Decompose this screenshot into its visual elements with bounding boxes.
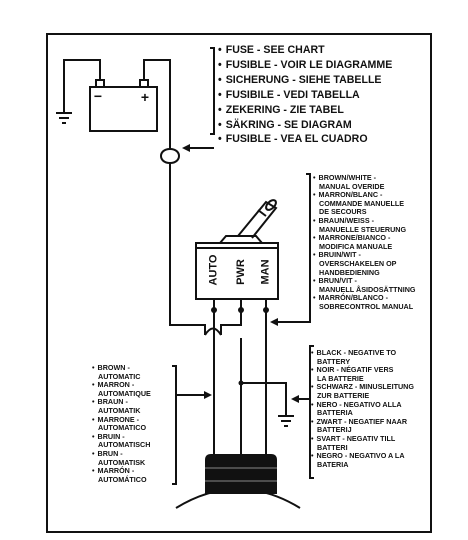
manual-wire-label: MANUAL OVERIDE <box>319 181 385 191</box>
manual-wire-label: MARRON/BLANC - <box>313 191 416 200</box>
ground-label-bracket <box>309 345 314 479</box>
ground-wire-label: ZWART - NEGATIEF NAAR <box>311 417 414 427</box>
battery-negative-wire <box>63 59 101 113</box>
ground-wire-label: BATERIA <box>317 459 349 469</box>
ground-wire-label: NEGRO - NEGATIVO A LA <box>311 452 414 461</box>
battery-positive-wire <box>143 59 171 149</box>
auto-wire-label: AUTOMATIQUE <box>98 388 151 398</box>
manual-wire-label: MARRÓN/BLANCO - <box>313 294 416 303</box>
battery-ground-icon <box>56 112 72 124</box>
fuse-label-list: FUSE - SEE CHART FUSIBLE - VOIR LE DIAGR… <box>218 43 393 147</box>
auto-wire-label: MARRON - <box>92 381 151 390</box>
fuse-label: SÄKRING - SE DIAGRAM <box>218 118 392 133</box>
ground-junction <box>238 380 244 386</box>
fuse-arrow-icon <box>182 144 190 152</box>
ground-wire-label: BATTERI <box>317 442 348 452</box>
ground-wire-label: BLACK - NEGATIVE TO <box>311 348 414 358</box>
auto-wire-label: MARRONE - <box>92 415 151 425</box>
auto-wire-label: BRUN - <box>92 449 151 459</box>
manual-wire-label: MODIFICA MANUALE <box>319 241 393 251</box>
manual-label-bracket <box>306 173 311 323</box>
ground-wire-label: NERO - NEGATIVO ALLA <box>311 400 414 410</box>
auto-wire-label: AUTOMATIK <box>98 405 141 415</box>
toggle-lever-ridge <box>257 209 267 217</box>
ground-wire-label: BATTERY <box>317 356 351 366</box>
pump-ground-icon <box>278 415 294 427</box>
switch-label-man: MAN <box>259 259 272 285</box>
battery <box>89 86 158 132</box>
ground-wire-label: SCHWARZ - MINUSLEITUNG <box>311 383 414 392</box>
fuse-label: ZEKERING - ZIE TABEL <box>218 103 392 118</box>
manual-wire-label: BRUN/VIT - <box>313 277 416 286</box>
fuse-label: FUSIBLE - VEA EL CUADRO <box>218 132 392 147</box>
switch-label-auto: AUTO <box>207 254 220 286</box>
diagram-frame <box>46 33 432 533</box>
fuse-label-bracket <box>210 47 215 135</box>
auto-wire-label: BROWN - <box>92 363 151 373</box>
fuse-label: FUSIBILE - VEDI TABELLA <box>218 88 392 103</box>
auto-wire-label: AUTOMATICO <box>98 423 147 433</box>
fuse-label: FUSIBLE - VOIR LE DIAGRAMME <box>218 58 393 73</box>
battery-positive-terminal <box>139 79 149 88</box>
fuse-symbol <box>160 148 180 165</box>
fuse-label: SICHERUNG - SIEHE TABELLE <box>218 73 392 88</box>
auto-wire-label: BRAUN - <box>92 398 151 407</box>
ground-lead <box>241 382 287 416</box>
manual-wire-label: BRUIN/WIT - <box>313 251 416 260</box>
man-junction <box>263 307 269 313</box>
manual-wire-label: SOBRECONTROL MANUAL <box>319 301 414 311</box>
auto-junction <box>211 307 217 313</box>
pwr-junction <box>238 307 244 313</box>
manual-wire-label-list: BROWN/WHITE - MANUAL OVERIDE MARRON/BLAN… <box>313 173 416 312</box>
manual-wire-label: COMMANDE MANUELLE <box>319 198 405 208</box>
ground-wire-label-list: BLACK - NEGATIVE TO BATTERY NOIR - NÉGAT… <box>311 348 414 469</box>
manual-wire-label: MANUELLE STEUERUNG <box>319 224 407 234</box>
manual-wire-label: OVERSCHAKELEN OP <box>319 258 397 268</box>
ground-wire-label: LA BATTERIE <box>317 373 364 383</box>
auto-wire-label: BRUIN - <box>92 432 151 442</box>
ground-arrow-icon <box>291 395 299 403</box>
battery-negative-symbol: − <box>94 88 102 104</box>
ground-wire-label: ZUR BATTERIE <box>317 390 370 400</box>
ground-wire-label: SVART - NEGATIV TILL <box>311 434 414 444</box>
ground-wire-label: NOIR - NÉGATIF VERS <box>311 366 414 375</box>
auto-wire-label: MARRÓN - <box>92 467 151 476</box>
switch-label-pwr: PWR <box>234 259 247 285</box>
auto-wire-label: AUTOMATIC <box>98 371 141 381</box>
manual-wire-label: BROWN/WHITE - <box>313 173 416 183</box>
auto-wire-label: AUTOMATISCH <box>98 440 151 450</box>
battery-negative-terminal <box>95 79 105 88</box>
auto-wire-label: AUTOMATISK <box>98 457 146 467</box>
auto-wire-label: AUTOMÁTICO <box>98 474 147 484</box>
pwr-wire <box>220 305 242 335</box>
toggle-lever <box>237 200 278 239</box>
toggle-lever-tip <box>265 199 277 211</box>
auto-wire-label-list: BROWN - AUTOMATIC MARRON - AUTOMATIQUE B… <box>92 363 151 484</box>
manual-wire-label: DE SECOURS <box>319 207 367 217</box>
manual-arrow-icon <box>270 318 278 326</box>
ground-wire-label: BATTERIA <box>317 408 353 418</box>
manual-wire-label: HANDBEDIENING <box>319 267 380 277</box>
switch-base <box>219 235 263 244</box>
manual-wire-label: BRAUN/WEISS - <box>313 216 416 226</box>
ground-wire-label: BATTERIJ <box>317 425 352 435</box>
manual-wire-label: MANUELL ÅSIDOSÄTTNING <box>319 284 416 294</box>
fuse-label: FUSE - SEE CHART <box>218 43 392 58</box>
auto-arrow-icon <box>204 391 212 399</box>
battery-positive-symbol: + <box>141 89 149 105</box>
power-feed-wire <box>169 163 206 335</box>
manual-wire-label: MARRONE/BIANCO - <box>313 234 416 243</box>
pump-terminal-block <box>205 454 277 494</box>
auto-label-bracket <box>172 365 177 485</box>
toggle-switch-body <box>195 242 279 300</box>
